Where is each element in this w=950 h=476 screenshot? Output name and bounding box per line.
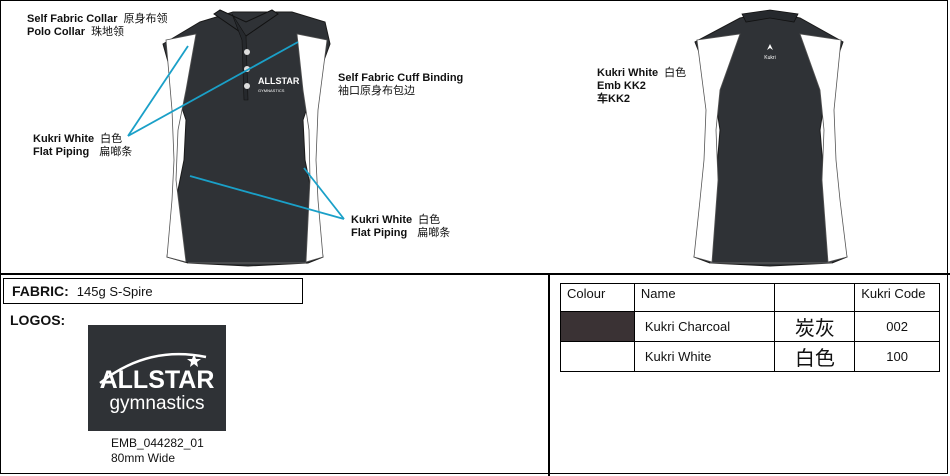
colour-name: Kukri White <box>633 341 776 372</box>
button-3 <box>244 83 250 89</box>
front-shirt: ALLSTAR GYMNASTICS <box>162 9 331 267</box>
table-row: Kukri White 白色 100 <box>560 341 940 372</box>
header-name: Name <box>633 283 776 312</box>
leader-lines <box>127 41 345 220</box>
colour-name-chinese: 炭灰 <box>774 311 856 342</box>
front-side-panel-left <box>165 33 197 263</box>
back-shirt: Kukri <box>693 9 848 267</box>
colour-name: Kukri Charcoal <box>633 311 776 342</box>
header-kukri-code: Kukri Code <box>854 283 940 312</box>
section-divider-vertical <box>548 274 550 476</box>
colour-code: 002 <box>854 311 940 342</box>
header-colour: Colour <box>560 283 635 312</box>
section-divider-horizontal <box>0 273 950 275</box>
front-side-panel-right <box>296 33 328 263</box>
allstar-logo-tile: ALLSTAR gymnastics <box>88 325 226 431</box>
table-row: Kukri Charcoal 炭灰 002 <box>560 311 940 342</box>
logo-caption: EMB_044282_01 80mm Wide <box>111 436 204 465</box>
colour-name-chinese: 白色 <box>774 341 856 372</box>
back-side-panel-right <box>799 33 848 263</box>
button-1 <box>244 49 250 55</box>
header-chinese <box>774 283 856 312</box>
garment-illustrations: ALLSTAR GYMNASTICS Kukri <box>127 9 848 267</box>
annotation-cuff-binding: Self Fabric Cuff Binding 袖口原身布包边 <box>338 72 464 97</box>
svg-text:ALLSTAR: ALLSTAR <box>100 366 215 394</box>
colour-table-header: Colour Name Kukri Code <box>560 283 940 312</box>
allstar-logo-artwork: ALLSTAR gymnastics <box>99 352 215 414</box>
fabric-box: FABRIC: 145g S-Spire <box>3 278 303 304</box>
back-kukri-logo: Kukri <box>764 44 776 61</box>
colour-swatch-white <box>560 341 635 372</box>
back-side-panel-left <box>693 33 741 263</box>
logos-label: LOGOS: <box>10 312 66 328</box>
colour-swatch-charcoal <box>560 311 635 342</box>
fabric-value: 145g S-Spire <box>76 284 153 299</box>
fabric-label: FABRIC: <box>12 283 69 299</box>
front-chest-logo: ALLSTAR <box>258 76 300 86</box>
colour-table: Colour Name Kukri Code Kukri Charcoal 炭灰… <box>560 283 940 372</box>
front-chest-logo-sub: GYMNASTICS <box>258 88 285 93</box>
svg-text:Kukri: Kukri <box>764 55 775 61</box>
svg-text:gymnastics: gymnastics <box>109 393 204 414</box>
colour-code: 100 <box>854 341 940 372</box>
